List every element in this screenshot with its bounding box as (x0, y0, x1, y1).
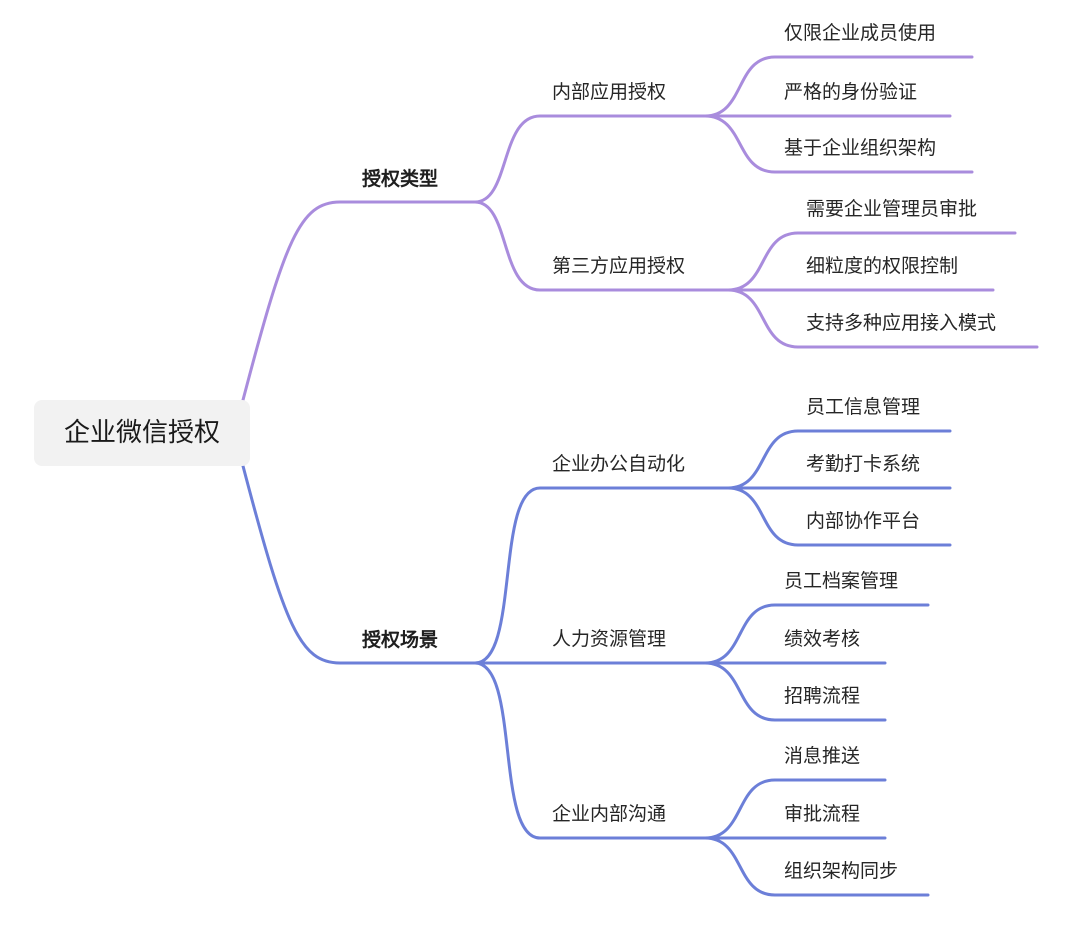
connector-office-leaf-1 (726, 429, 952, 490)
subtopic-office-automation[interactable]: 企业办公自动化 (552, 453, 686, 475)
leaf-item[interactable]: 审批流程 (784, 803, 861, 825)
connector-thirdparty-leaf-1 (726, 231, 1017, 292)
root-node[interactable]: 企业微信授权 (34, 400, 250, 466)
connector-hr-leaf-3 (703, 661, 887, 722)
root-label: 企业微信授权 (63, 418, 220, 448)
leaf-item[interactable]: 消息推送 (784, 745, 861, 767)
topic-auth-scenarios[interactable]: 授权场景 (362, 629, 439, 651)
leaf-item[interactable]: 考勤打卡系统 (806, 453, 921, 475)
subtopic-thirdparty-app-auth[interactable]: 第三方应用授权 (552, 255, 686, 277)
connector-auth-types-internal (473, 114, 707, 204)
topic-auth-types[interactable]: 授权类型 (362, 168, 439, 190)
connector-internal-leaf-1 (703, 55, 974, 118)
connector-scenarios-office (473, 486, 730, 665)
leaf-item[interactable]: 绩效考核 (784, 628, 861, 650)
connector-internal-leaf-3 (703, 114, 974, 174)
leaf-item[interactable]: 员工信息管理 (806, 396, 921, 418)
subtopic-internal-communication[interactable]: 企业内部沟通 (552, 803, 667, 825)
leaf-item[interactable]: 细粒度的权限控制 (806, 255, 959, 277)
leaf-item[interactable]: 仅限企业成员使用 (784, 22, 937, 44)
connector-comm-leaf-1 (703, 778, 887, 840)
leaf-item[interactable]: 需要企业管理员审批 (806, 198, 978, 220)
subtopic-internal-app-auth[interactable]: 内部应用授权 (552, 81, 667, 103)
leaf-item[interactable]: 基于企业组织架构 (784, 137, 937, 159)
leaf-item[interactable]: 支持多种应用接入模式 (806, 312, 997, 334)
connector-auth-types-thirdparty (473, 200, 730, 292)
connector-thirdparty-leaf-3 (726, 288, 1039, 349)
connector-root-to-auth-types (241, 200, 477, 402)
subtopic-hr-management[interactable]: 人力资源管理 (552, 628, 667, 650)
connector-root-to-auth-scenarios (241, 464, 477, 665)
leaf-item[interactable]: 内部协作平台 (806, 510, 921, 532)
leaf-item[interactable]: 组织架构同步 (784, 860, 899, 882)
connector-hr-leaf-1 (703, 603, 930, 665)
leaf-item[interactable]: 严格的身份验证 (784, 81, 918, 103)
leaf-item[interactable]: 招聘流程 (784, 685, 861, 707)
connector-comm-leaf-3 (703, 836, 930, 897)
connector-scenarios-comm (473, 661, 707, 840)
leaf-item[interactable]: 员工档案管理 (784, 570, 899, 592)
connector-office-leaf-3 (726, 486, 952, 547)
